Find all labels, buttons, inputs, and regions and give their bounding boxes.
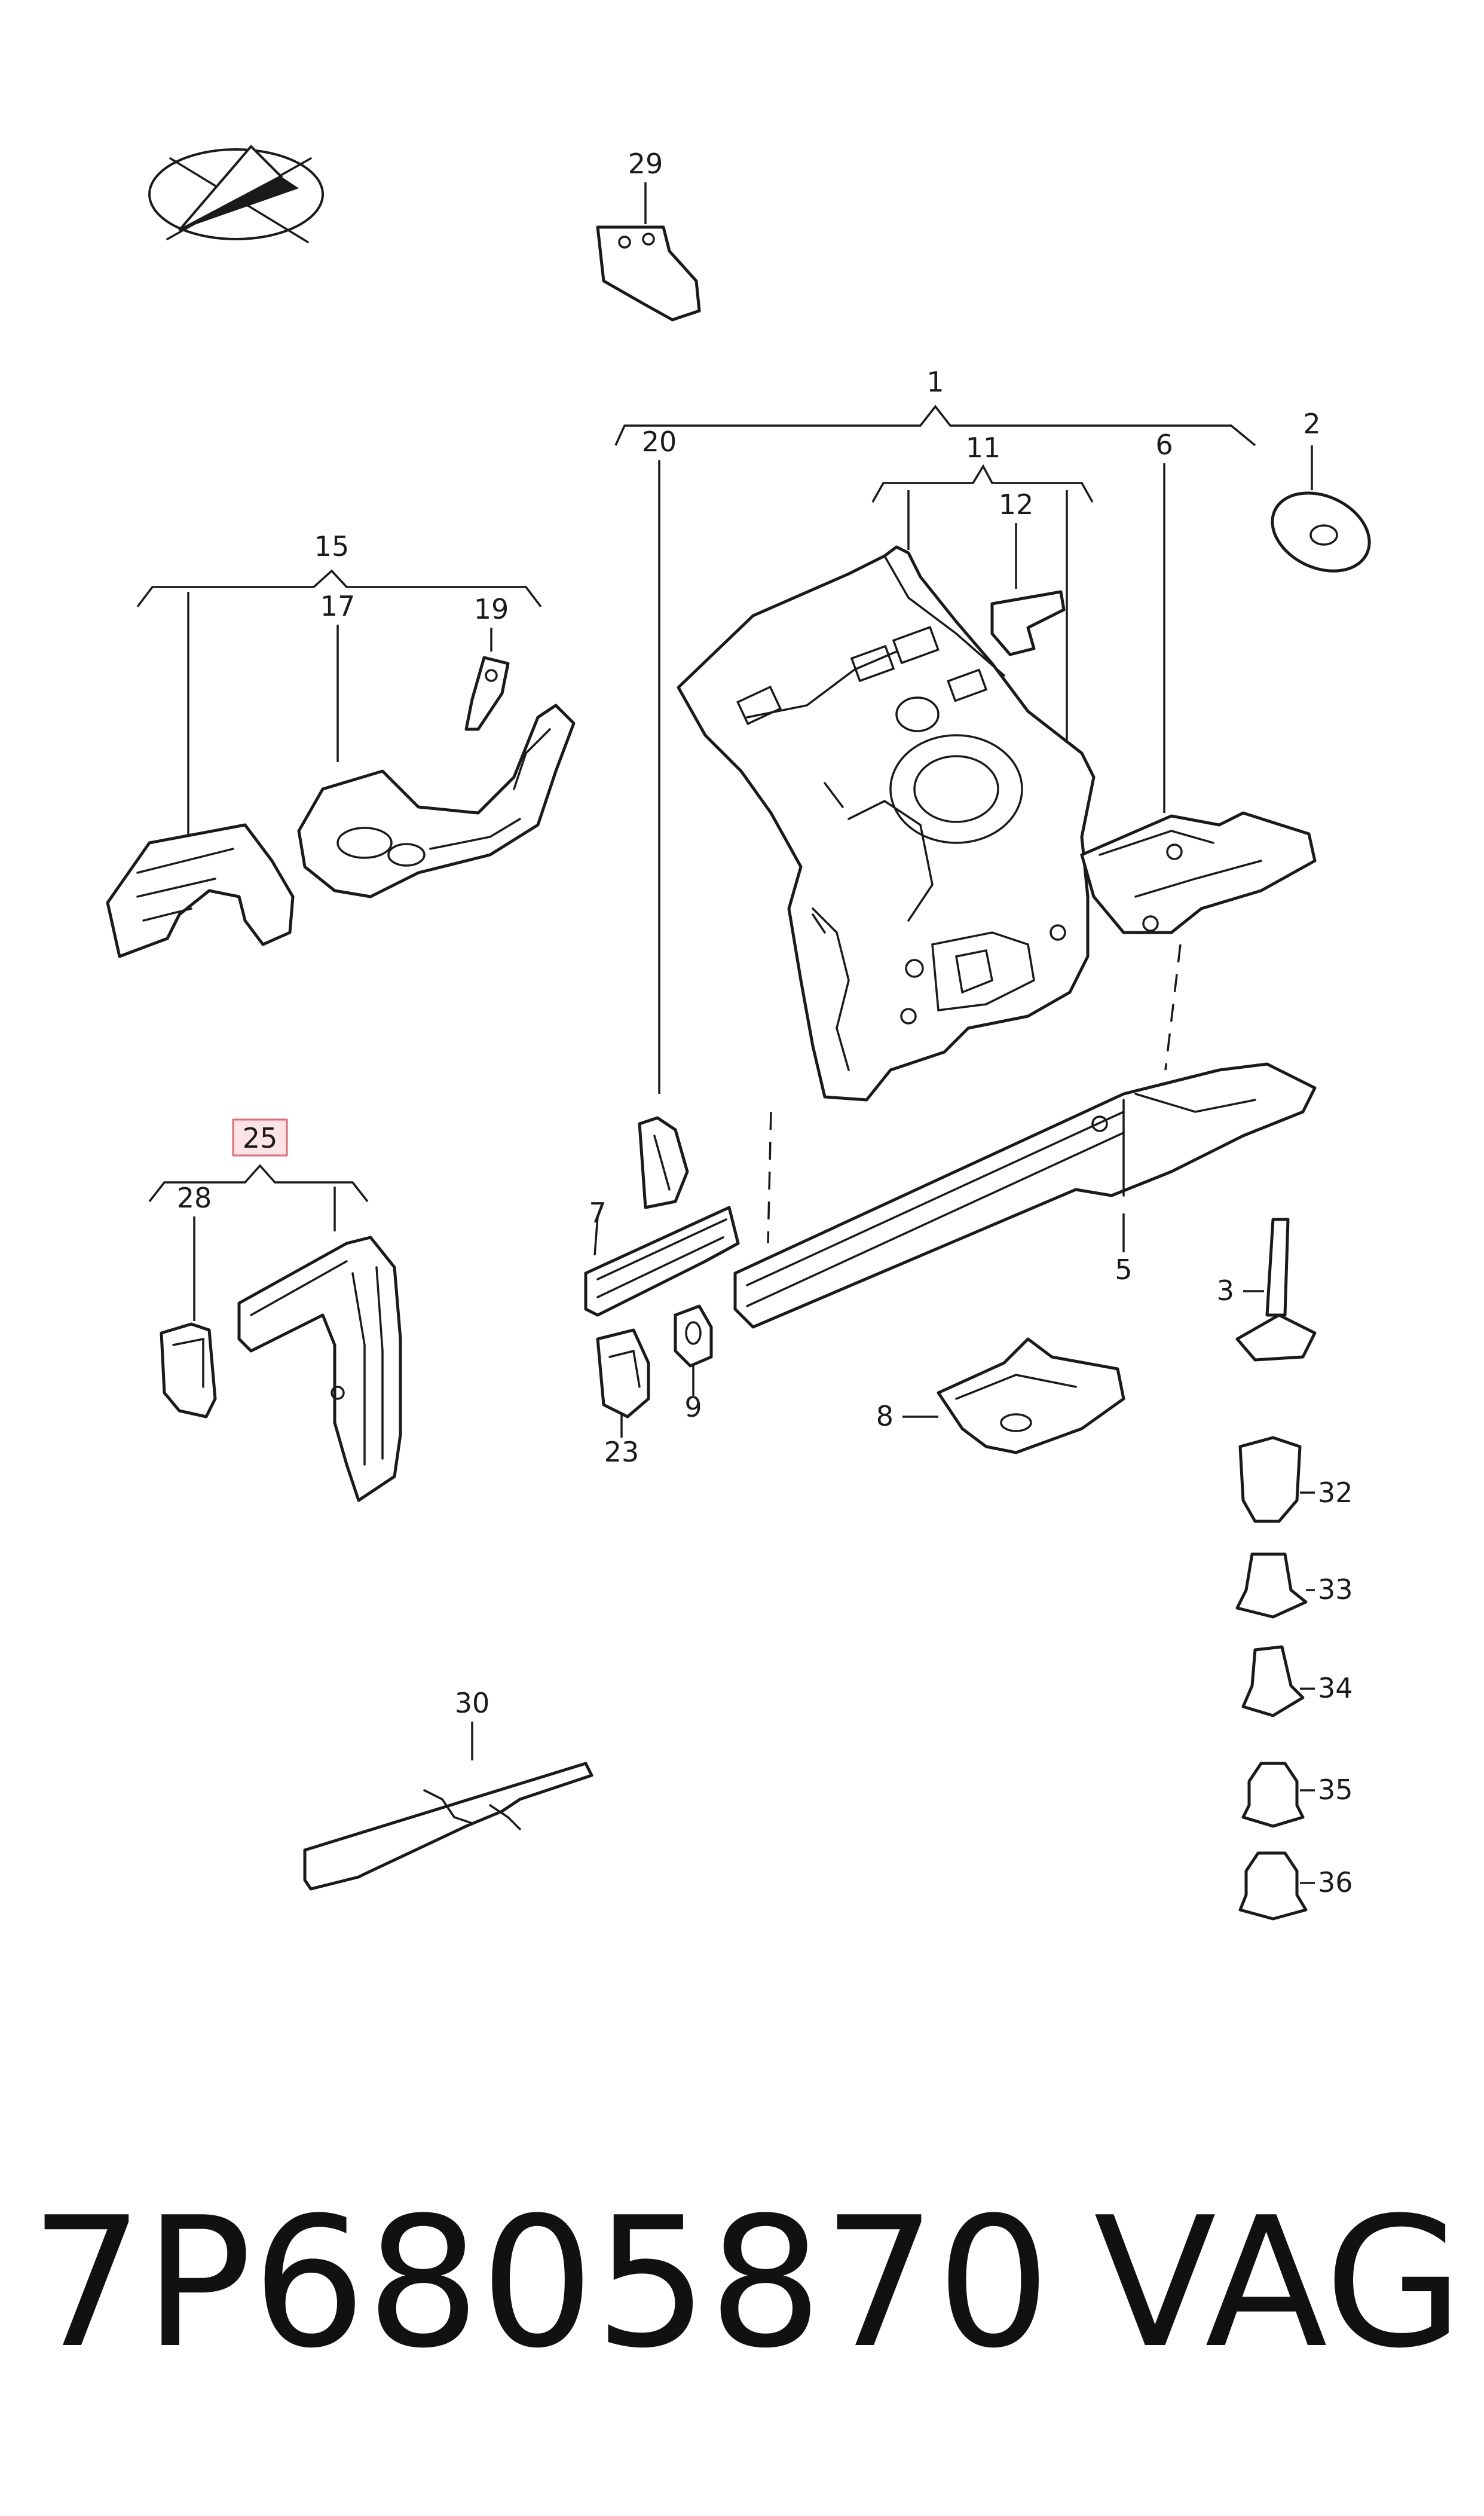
brand-text: VAG bbox=[1094, 2179, 1464, 2387]
label-8[interactable]: 8 bbox=[876, 1400, 894, 1432]
label-12[interactable]: 12 bbox=[999, 488, 1034, 521]
part-25-pillar[interactable] bbox=[237, 1187, 402, 1502]
part-6-side-member[interactable] bbox=[1080, 463, 1317, 1071]
label-1[interactable]: 1 bbox=[926, 366, 944, 398]
orientation-compass-icon bbox=[148, 145, 324, 243]
label-6[interactable]: 6 bbox=[1155, 429, 1173, 461]
label-23[interactable]: 23 bbox=[604, 1436, 640, 1468]
label-11[interactable]: 11 bbox=[966, 432, 1001, 464]
part-8-tray[interactable] bbox=[902, 1337, 1125, 1454]
group-bracket-25 bbox=[148, 1164, 369, 1203]
label-7[interactable]: 7 bbox=[589, 1197, 606, 1229]
highlight-box-25[interactable] bbox=[232, 1118, 288, 1157]
part-9-mount[interactable] bbox=[674, 1304, 713, 1396]
label-35[interactable]: 35 bbox=[1318, 1774, 1353, 1806]
part-15-panel[interactable] bbox=[106, 592, 295, 958]
part-33-clip[interactable] bbox=[1235, 1552, 1315, 1619]
label-34[interactable]: 34 bbox=[1318, 1672, 1353, 1704]
part-32-rivet-nut[interactable] bbox=[1238, 1436, 1315, 1523]
part-30-sealing-sheet[interactable] bbox=[303, 1722, 593, 1891]
part-19-bracket[interactable] bbox=[464, 628, 510, 731]
footer-caption: 7P6805870 VAG bbox=[30, 2164, 1464, 2403]
part-29-bracket[interactable] bbox=[596, 182, 701, 322]
label-15[interactable]: 15 bbox=[314, 530, 350, 562]
label-29[interactable]: 29 bbox=[628, 148, 663, 180]
part-23-bracket[interactable] bbox=[596, 1328, 650, 1438]
part-28-bracket[interactable] bbox=[160, 1216, 217, 1419]
part-20-wheelhouse-assembly[interactable] bbox=[658, 460, 1096, 1102]
part-35-cap-nut[interactable] bbox=[1241, 1762, 1315, 1828]
part-36-cap-nut[interactable] bbox=[1238, 1851, 1315, 1921]
label-32[interactable]: 32 bbox=[1318, 1476, 1353, 1509]
label-20[interactable]: 20 bbox=[642, 426, 677, 458]
label-30[interactable]: 30 bbox=[455, 1687, 490, 1719]
part-5-sill[interactable] bbox=[733, 1062, 1317, 1329]
label-33[interactable]: 33 bbox=[1318, 1573, 1353, 1606]
group-bracket-11 bbox=[871, 464, 1094, 503]
label-17[interactable]: 17 bbox=[320, 590, 356, 622]
label-25[interactable]: 25 bbox=[243, 1122, 278, 1154]
part-12-clip[interactable] bbox=[990, 523, 1066, 656]
label-36[interactable]: 36 bbox=[1318, 1866, 1353, 1899]
part-number-text: 7P6805870 bbox=[30, 2179, 1051, 2387]
part-17-reinforcement[interactable] bbox=[297, 625, 576, 898]
label-28[interactable]: 28 bbox=[177, 1182, 212, 1214]
label-9[interactable]: 9 bbox=[684, 1391, 702, 1423]
label-19[interactable]: 19 bbox=[474, 593, 509, 625]
group-bracket-1 bbox=[614, 405, 1256, 447]
part-34-clip[interactable] bbox=[1241, 1645, 1315, 1717]
label-2[interactable]: 2 bbox=[1303, 408, 1320, 440]
part-7-beam[interactable] bbox=[584, 1116, 740, 1317]
part-3-stud[interactable] bbox=[1235, 1218, 1317, 1362]
label-5[interactable]: 5 bbox=[1115, 1254, 1132, 1286]
part-2-grommet[interactable] bbox=[1260, 445, 1382, 586]
label-3[interactable]: 3 bbox=[1217, 1274, 1234, 1307]
group-bracket-15 bbox=[136, 569, 542, 608]
